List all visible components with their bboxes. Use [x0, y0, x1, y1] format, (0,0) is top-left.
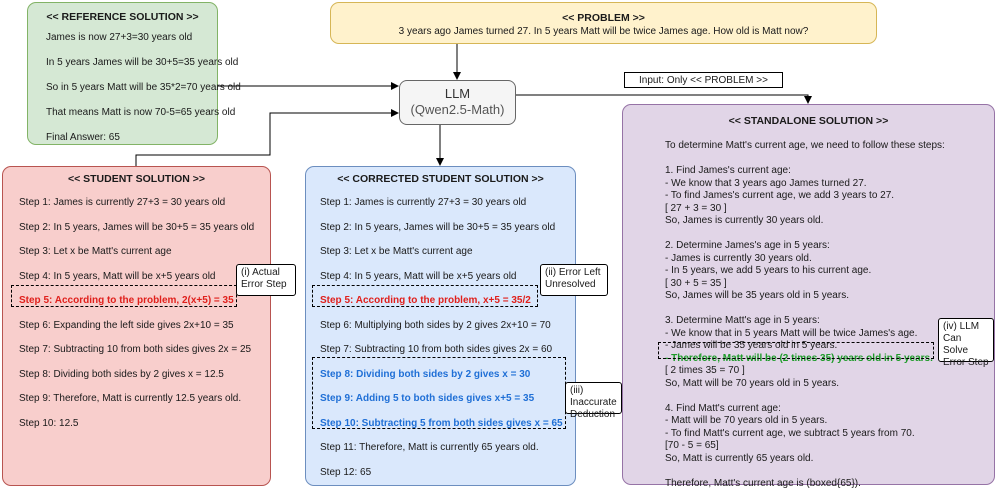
llm-name: LLM [400, 86, 515, 101]
standalone-line: 3. Determine Matt's age in 5 years: [665, 315, 945, 328]
note-actual-error: (i) Actual Error Step [236, 264, 296, 296]
corrected-error-highlight [312, 285, 538, 307]
problem-text: 3 years ago James turned 27. In 5 years … [331, 26, 876, 37]
standalone-line: To determine Matt's current age, we need… [665, 140, 945, 153]
standalone-line: [ 30 + 5 = 35 ] [665, 278, 945, 291]
corrected-step: Step 3: Let x be Matt's current age [320, 246, 563, 271]
student-step: Step 7: Subtracting 10 from both sides g… [19, 344, 254, 369]
note-llm-can-solve-line: Error Step [943, 357, 989, 369]
standalone-line: So, James is currently 30 years old. [665, 215, 945, 228]
corrected-steps: Step 1: James is currently 27+3 = 30 yea… [320, 197, 563, 491]
student-step: Step 2: In 5 years, James will be 30+5 =… [19, 222, 254, 247]
corrected-step: Step 6: Multiplying both sides by 2 give… [320, 320, 563, 345]
standalone-line: 2. Determine James's age in 5 years: [665, 240, 945, 253]
student-step: Step 1: James is currently 27+3 = 30 yea… [19, 197, 254, 222]
standalone-blank [665, 303, 945, 316]
standalone-line: - To find Matt's current age, we subtrac… [665, 428, 945, 441]
corrected-step: Step 2: In 5 years, James will be 30+5 =… [320, 222, 563, 247]
note-llm-can-solve-line: (iv) LLM [943, 321, 989, 333]
standalone-line: So, Matt is currently 65 years old. [665, 453, 945, 466]
reference-line: So in 5 years Matt will be 35*2=70 years… [46, 83, 241, 108]
note-actual-error-line: Error Step [241, 279, 291, 291]
standalone-line: 4. Find Matt's current age: [665, 403, 945, 416]
student-steps: Step 1: James is currently 27+3 = 30 yea… [19, 197, 254, 442]
standalone-line: - James is currently 30 years old. [665, 253, 945, 266]
standalone-line: - In 5 years, we add 5 years to his curr… [665, 265, 945, 278]
standalone-lines: To determine Matt's current age, we need… [665, 140, 945, 490]
standalone-line: - We know that in 5 years Matt will be t… [665, 328, 945, 341]
note-llm-can-solve: (iv) LLM Can Solve Error Step [938, 318, 994, 362]
standalone-line: - Matt will be 70 years old in 5 years. [665, 415, 945, 428]
note-actual-error-line: (i) Actual [241, 267, 291, 279]
student-step: Step 10: 12.5 [19, 418, 254, 443]
standalone-solved-highlight [658, 342, 934, 359]
note-inaccurate-deduction: (iii) Inaccurate Deduction [565, 382, 622, 414]
note-error-left-unresolved: (ii) Error Left Unresolved [540, 264, 608, 296]
standalone-blank [665, 228, 945, 241]
student-step: Step 3: Let x be Matt's current age [19, 246, 254, 271]
standalone-solution-box: << STANDALONE SOLUTION >> To determine M… [622, 104, 995, 485]
llm-model: (Qwen2.5-Math) [400, 102, 515, 117]
standalone-line: Therefore, Matt's current age is (boxed{… [665, 478, 945, 491]
note-inaccurate-line: Deduction [570, 409, 617, 421]
reference-solution-title: << REFERENCE SOLUTION >> [28, 11, 217, 23]
standalone-blank [665, 465, 945, 478]
standalone-line: - To find James's current age, we add 3 … [665, 190, 945, 203]
llm-box: LLM (Qwen2.5-Math) [399, 80, 516, 125]
reference-line: Final Answer: 65 [46, 133, 241, 158]
corrected-step: Step 12: 65 [320, 467, 563, 491]
note-error-left-line: Unresolved [545, 279, 603, 291]
standalone-line: [ 27 + 3 = 30 ] [665, 203, 945, 216]
note-inaccurate-line: (iii) Inaccurate [570, 385, 617, 409]
student-error-highlight [11, 285, 237, 307]
standalone-line: - We know that 3 years ago James turned … [665, 178, 945, 191]
corrected-step: Step 1: James is currently 27+3 = 30 yea… [320, 197, 563, 222]
student-step: Step 9: Therefore, Matt is currently 12.… [19, 393, 254, 418]
corrected-solution-box: << CORRECTED STUDENT SOLUTION >> Step 1:… [305, 166, 576, 486]
arrow-llm-to-standalone [516, 95, 808, 103]
standalone-blank [665, 390, 945, 403]
corrected-step: Step 11: Therefore, Matt is currently 65… [320, 442, 563, 467]
corrected-inaccurate-highlight [312, 357, 566, 429]
reference-line: James is now 27+3=30 years old [46, 33, 241, 58]
student-solution-box: << STUDENT SOLUTION >> Step 1: James is … [2, 166, 271, 486]
student-step: Step 6: Expanding the left side gives 2x… [19, 320, 254, 345]
reference-solution-lines: James is now 27+3=30 years old In 5 year… [46, 33, 241, 158]
student-solution-title: << STUDENT SOLUTION >> [3, 173, 270, 185]
standalone-line: So, Matt will be 70 years old in 5 years… [665, 378, 945, 391]
student-step: Step 8: Dividing both sides by 2 gives x… [19, 369, 254, 394]
standalone-line: [70 - 5 = 65] [665, 440, 945, 453]
reference-solution-box: << REFERENCE SOLUTION >> James is now 27… [27, 2, 218, 145]
standalone-line: [ 2 times 35 = 70 ] [665, 365, 945, 378]
standalone-line: 1. Find James's current age: [665, 165, 945, 178]
standalone-blank [665, 153, 945, 166]
corrected-solution-title: << CORRECTED STUDENT SOLUTION >> [306, 173, 575, 185]
reference-line: In 5 years James will be 30+5=35 years o… [46, 58, 241, 83]
reference-line: That means Matt is now 70-5=65 years old [46, 108, 241, 133]
problem-title: << PROBLEM >> [331, 12, 876, 24]
note-llm-can-solve-line: Can Solve [943, 333, 989, 357]
note-error-left-line: (ii) Error Left [545, 267, 603, 279]
problem-box: << PROBLEM >> 3 years ago James turned 2… [330, 2, 877, 44]
standalone-solution-title: << STANDALONE SOLUTION >> [623, 115, 994, 127]
input-only-problem-label: Input: Only << PROBLEM >> [624, 72, 783, 88]
standalone-line: So, James will be 35 years old in 5 year… [665, 290, 945, 303]
